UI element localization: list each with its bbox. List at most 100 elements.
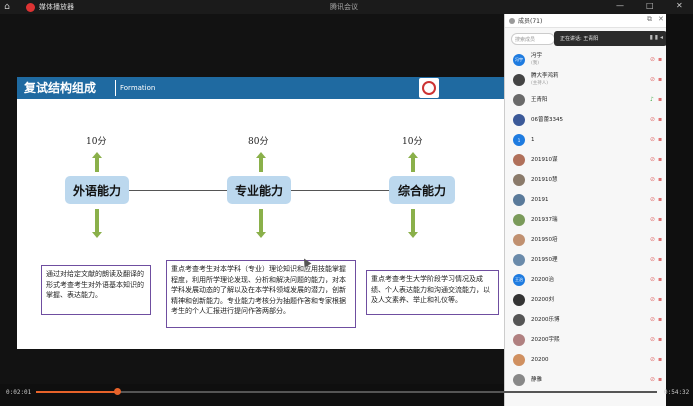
members-icon	[509, 17, 515, 24]
mic-controls-icon[interactable]: ▮ ▮ ◂	[649, 34, 663, 41]
member-name: 冯宇(我)	[531, 53, 543, 66]
member-row[interactable]: 201910慧⊘▪	[505, 170, 667, 190]
camera-off-icon: ▪	[658, 116, 663, 123]
avatar	[513, 214, 525, 226]
down-arrow-icon	[408, 209, 418, 238]
camera-off-icon: ▪	[658, 376, 663, 383]
camera-off-icon: ▪	[658, 216, 663, 223]
member-name: 201937瑞	[531, 216, 558, 223]
member-row[interactable]: 201937瑞 ⊘▪	[505, 210, 667, 230]
avatar	[513, 354, 525, 366]
member-name: 201910慧	[531, 176, 558, 183]
mic-muted-icon: ⊘	[650, 256, 656, 263]
member-row[interactable]: 20200刘⊘▪	[505, 290, 667, 310]
member-row[interactable]: 腾大李鸿莉(主持人) ⊘▪	[505, 70, 667, 90]
mic-muted-icon: ⊘	[650, 216, 656, 223]
member-row[interactable]: 20200宇熙⊘▪	[505, 330, 667, 350]
home-icon[interactable]: ⌂	[4, 2, 10, 12]
mic-muted-icon: ⊘	[650, 156, 656, 163]
member-search-input[interactable]: 搜索成员	[511, 33, 555, 45]
avatar	[513, 114, 525, 126]
member-name: 201950理	[531, 256, 558, 263]
connector-line	[290, 190, 390, 191]
close-button[interactable]: ✕	[676, 1, 683, 10]
camera-off-icon: ▪	[658, 136, 663, 143]
mic-muted-icon: ⊘	[650, 136, 656, 143]
camera-off-icon: ▪	[658, 196, 663, 203]
app-logo-icon	[26, 2, 35, 12]
member-row[interactable]: 201950培⊘▪	[505, 230, 667, 250]
pillar-box-foreign-language: 外语能力	[65, 176, 129, 204]
seek-track[interactable]	[36, 391, 657, 393]
member-row[interactable]: 20191 ⊘▪	[505, 190, 667, 210]
avatar	[513, 234, 525, 246]
member-name: 静雅	[531, 376, 543, 383]
pillar-1-description: 通过对给定文献的朗读及翻译的形式考查考生对外语基本知识的掌握、表达能力。	[41, 265, 151, 315]
down-arrow-icon	[256, 209, 266, 238]
panel-close-icon[interactable]: ✕	[658, 15, 664, 23]
player-controls	[0, 384, 504, 406]
member-row[interactable]: 20200⊘▪	[505, 350, 667, 370]
mic-muted-icon: ⊘	[650, 296, 656, 303]
popout-icon[interactable]: ⧉	[647, 15, 652, 23]
mic-muted-icon: ⊘	[650, 316, 656, 323]
mic-muted-icon: ⊘	[650, 176, 656, 183]
avatar	[513, 94, 525, 106]
camera-off-icon: ▪	[658, 56, 663, 63]
connector-line	[128, 190, 228, 191]
member-name: 20191	[531, 196, 549, 203]
avatar	[513, 334, 525, 346]
mic-muted-icon: ⊘	[650, 356, 656, 363]
camera-off-icon: ▪	[658, 236, 663, 243]
down-arrow-icon	[92, 209, 102, 238]
total-time: 0:54:32	[664, 389, 690, 396]
avatar: 冯宇	[513, 54, 525, 66]
member-row[interactable]: 201950理 ⊘▪	[505, 250, 667, 270]
right-gutter	[666, 14, 693, 406]
pillar-3-description: 重点考查考生大学阶段学习情况及成绩、个人表达能力和沟通交流能力，以及人文素养、举…	[366, 270, 499, 315]
member-row[interactable]: 201910谋⊘▪	[505, 150, 667, 170]
mic-muted-icon: ♪	[650, 96, 654, 103]
avatar	[513, 294, 525, 306]
member-name: 20200刘	[531, 296, 554, 303]
up-arrow-icon	[92, 152, 102, 172]
mic-muted-icon: ⊘	[650, 196, 656, 203]
avatar: 1	[513, 134, 525, 146]
speaking-indicator: 正在讲话: 王青阳 ▮ ▮ ◂	[554, 31, 667, 46]
member-name: 1	[531, 136, 535, 143]
avatar	[513, 254, 525, 266]
title-bar: ⌂ 媒体播放器 腾讯会议 — □ ✕	[0, 0, 693, 14]
window-title: 腾讯会议	[330, 3, 358, 11]
member-row[interactable]: 冯宇冯宇(我) ⊘▪	[505, 50, 667, 70]
maximize-button[interactable]: □	[646, 1, 654, 10]
seek-handle[interactable]	[113, 388, 121, 395]
member-name: 腾大李鸿莉(主持人)	[531, 73, 559, 86]
pillar-1-percent: 10分	[86, 137, 107, 147]
camera-off-icon: ▪	[658, 256, 663, 263]
member-name: 201950培	[531, 236, 558, 243]
camera-off-icon: ▪	[658, 76, 663, 83]
mic-muted-icon: ⊘	[650, 76, 656, 83]
avatar	[513, 154, 525, 166]
member-row[interactable]: 06曾蕾3345⊘▪	[505, 110, 667, 130]
member-name: 06曾蕾3345	[531, 116, 563, 123]
mic-muted-icon: ⊘	[650, 276, 656, 283]
seek-progress	[36, 391, 117, 393]
member-name: 20200治	[531, 276, 554, 283]
avatar	[513, 74, 525, 86]
up-arrow-icon	[256, 152, 266, 172]
speaking-text: 正在讲话: 王青阳	[560, 36, 599, 42]
member-row[interactable]: 静雅⊘▪	[505, 370, 667, 390]
pillar-box-professional: 专业能力	[227, 176, 291, 204]
member-row[interactable]: 王青阳♪▪	[505, 90, 667, 110]
mic-muted-icon: ⊘	[650, 336, 656, 343]
member-row[interactable]: 20200乐博⊘▪	[505, 310, 667, 330]
up-arrow-icon	[408, 152, 418, 172]
member-role: (我)	[531, 61, 540, 66]
avatar: 王治	[513, 274, 525, 286]
minimize-button[interactable]: —	[616, 1, 624, 10]
mic-muted-icon: ⊘	[650, 56, 656, 63]
